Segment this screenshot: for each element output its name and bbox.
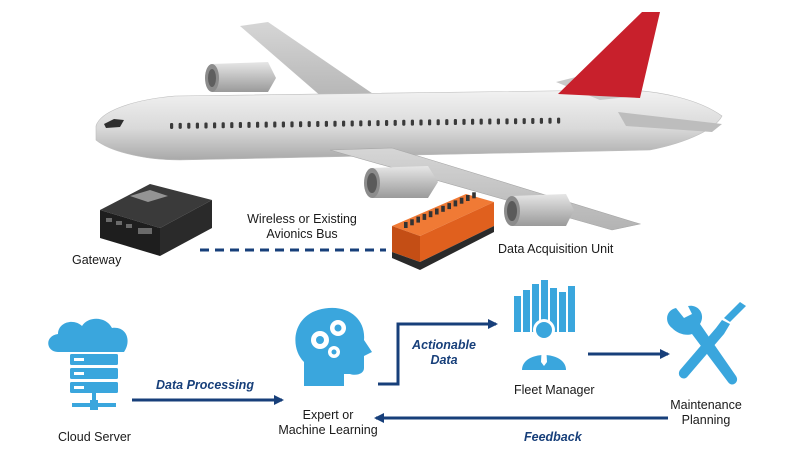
gateway-label: Gateway (72, 253, 122, 267)
flow-arrows (132, 319, 670, 423)
window (479, 118, 483, 125)
window (324, 120, 328, 127)
window (514, 118, 518, 125)
passenger-windows (170, 117, 561, 129)
dau-pin (435, 208, 439, 215)
window (428, 119, 432, 126)
window (213, 122, 217, 129)
window (522, 118, 526, 125)
gateway-box-icon (100, 184, 212, 256)
window (281, 121, 285, 128)
window (170, 123, 174, 129)
dau-pin (466, 195, 470, 201)
window (264, 121, 268, 128)
dau-pin (441, 205, 445, 212)
actionable-data-label: Actionable Data (404, 338, 484, 368)
dau-connectors (404, 192, 476, 228)
window (299, 121, 303, 128)
window (496, 118, 500, 125)
actionable-data-label-line1: Actionable (412, 338, 476, 352)
window (548, 117, 552, 124)
actionable-data-label-line2: Data (430, 353, 458, 367)
expert-label-line1: Expert or (302, 408, 354, 422)
window (307, 121, 311, 128)
window (385, 120, 389, 126)
cockpit-windows (104, 119, 124, 128)
avionics-bus-label: Wireless or Existing Avionics Bus (232, 212, 372, 242)
maintenance-planning-label-line1: Maintenance (670, 398, 742, 412)
window (247, 121, 251, 128)
head-gears-icon (295, 307, 372, 386)
dau-pin (428, 211, 433, 218)
cloud-server-label: Cloud Server (58, 430, 131, 444)
window (410, 119, 414, 126)
window (256, 121, 260, 128)
window (187, 122, 191, 129)
manager-chart-icon (514, 280, 575, 370)
data-acquisition-unit-label: Data Acquisition Unit (498, 242, 614, 256)
dau-pin (472, 192, 476, 199)
fleet-manager-label: Fleet Manager (514, 383, 595, 397)
dau-pin (459, 197, 464, 204)
window (290, 121, 294, 128)
window (557, 117, 561, 124)
window (445, 119, 449, 126)
window (238, 122, 242, 129)
cloud-server-icon (48, 318, 128, 410)
near-stabilizer (618, 112, 722, 132)
window (221, 122, 225, 129)
feedback-label: Feedback (524, 430, 582, 444)
window (376, 120, 380, 127)
window (333, 120, 337, 127)
avionics-bus-label-line1: Wireless or Existing (247, 212, 357, 226)
far-wing (240, 22, 382, 104)
window (505, 118, 509, 125)
dau-pin (416, 216, 420, 223)
window (471, 118, 475, 125)
dau-pin (453, 200, 458, 207)
tail-fin (558, 12, 660, 98)
window (402, 119, 406, 126)
window (436, 119, 440, 126)
window (316, 120, 320, 127)
expert-label-line2: Machine Learning (278, 423, 378, 437)
far-engine (205, 62, 276, 92)
airplane-illustration (95, 12, 723, 231)
data-processing-label: Data Processing (156, 378, 254, 392)
window (393, 119, 397, 126)
window (204, 122, 208, 129)
window (230, 122, 234, 129)
dau-pin (404, 222, 408, 228)
near-engine-inner (364, 166, 438, 198)
window (453, 119, 457, 126)
arrow-actionable-data (378, 319, 498, 386)
data-acquisition-unit-icon (392, 192, 494, 270)
window (342, 120, 346, 127)
wrench-screwdriver-icon (667, 302, 746, 385)
window (350, 120, 354, 127)
maintenance-planning-label: Maintenance Planning (656, 398, 756, 428)
dau-pin (410, 219, 414, 226)
dau-pin (422, 213, 427, 220)
window (178, 122, 182, 129)
window (488, 118, 492, 125)
window (419, 119, 423, 126)
window (539, 117, 543, 124)
expert-label: Expert or Machine Learning (268, 408, 388, 438)
window (367, 120, 371, 127)
dau-pin (447, 203, 451, 210)
fuselage (95, 89, 723, 161)
window (531, 117, 535, 124)
window (273, 121, 277, 128)
window (359, 120, 363, 127)
avionics-bus-label-line2: Avionics Bus (266, 227, 338, 241)
window (462, 118, 466, 125)
near-engine-outer (504, 194, 574, 226)
maintenance-planning-label-line2: Planning (681, 413, 731, 427)
window (195, 122, 199, 129)
